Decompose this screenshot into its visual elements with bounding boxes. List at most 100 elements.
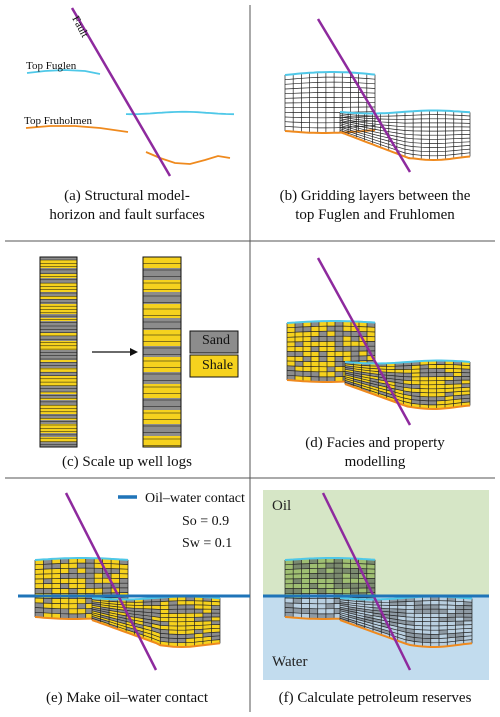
- grid-cell: [177, 638, 186, 643]
- grid-cell: [160, 633, 169, 639]
- fault-line: [316, 257, 412, 426]
- grid-cell: [403, 373, 412, 377]
- grid-cell: [134, 623, 144, 629]
- grid-cell: [436, 376, 445, 381]
- grid-cell: [303, 361, 311, 367]
- grid-cell: [463, 632, 472, 637]
- grid-cell: [353, 372, 362, 377]
- grid-cell: [319, 346, 327, 352]
- grid-cell: [293, 603, 302, 609]
- grid-cell: [285, 569, 294, 575]
- grid-cell: [340, 603, 349, 607]
- grid-cell: [447, 629, 456, 634]
- grid-cell: [168, 605, 178, 610]
- grid-cell: [342, 563, 351, 569]
- grid-cell: [194, 604, 203, 610]
- grid-cell: [160, 605, 169, 610]
- grid-cell: [309, 588, 318, 594]
- grid-cell: [366, 573, 375, 579]
- grid-cell: [422, 621, 431, 626]
- grid-cell: [293, 588, 302, 594]
- grid-cell: [378, 387, 387, 394]
- grid-cell: [403, 380, 412, 385]
- raw-log-shale-band: [40, 437, 77, 442]
- grid-cell: [211, 617, 220, 621]
- grid-cell: [319, 356, 327, 362]
- grid-row-line: [284, 587, 376, 589]
- grid-cell: [68, 573, 78, 579]
- grid-cell: [185, 638, 195, 643]
- grid-cell: [395, 389, 404, 395]
- grid-cell: [420, 400, 429, 405]
- grid-cell: [389, 628, 398, 634]
- grid-cell: [111, 563, 120, 569]
- grid-cell: [51, 578, 61, 584]
- grid-cell: [319, 336, 327, 342]
- grid-cell: [177, 596, 186, 601]
- upscale-arrow-head: [130, 348, 138, 356]
- grid-cell: [35, 602, 44, 608]
- caption-a-line1: (a) Structural model-: [64, 188, 190, 204]
- grid-row-line: [91, 614, 221, 635]
- grid-cell: [395, 365, 404, 370]
- grid-cell: [361, 381, 370, 386]
- grid-cell: [303, 351, 311, 357]
- grid-cell: [453, 383, 462, 389]
- grid-row-line: [34, 592, 129, 594]
- grid-cell: [85, 558, 95, 564]
- grid-cell: [311, 336, 319, 342]
- grid-cell: [319, 376, 327, 382]
- grid-cell: [343, 341, 351, 347]
- grid-cell: [343, 331, 351, 337]
- grid-cell: [422, 629, 431, 635]
- grid-cell: [303, 326, 311, 332]
- grid-cell: [177, 621, 186, 626]
- grid-cell: [359, 346, 367, 352]
- grid-cell: [447, 621, 456, 626]
- grid-cell: [345, 367, 354, 371]
- grid-cell: [43, 598, 52, 604]
- grid-cell: [439, 613, 448, 618]
- panel-d-drawing: [286, 257, 471, 426]
- raw-log-shale-band: [40, 398, 77, 400]
- grid-cell: [420, 380, 429, 385]
- grid-cell: [436, 372, 445, 377]
- grid-cell: [311, 346, 319, 352]
- grid-cell: [317, 578, 326, 584]
- grid-cell: [194, 625, 203, 630]
- grid-cell: [60, 568, 69, 574]
- grid-cell: [311, 366, 319, 372]
- grid-cell: [119, 578, 128, 584]
- grid-cell: [327, 366, 335, 372]
- grid-cell: [35, 574, 44, 579]
- grid-cell: [463, 605, 472, 610]
- grid-cell: [109, 612, 118, 617]
- grid-cell: [428, 372, 437, 377]
- fault-line: [70, 7, 172, 177]
- grid-cell: [358, 583, 367, 589]
- caption-d-line1: (d) Facies and property: [305, 435, 445, 451]
- grid-cell: [358, 588, 367, 593]
- grid-cell: [68, 558, 78, 564]
- grid-cell: [430, 630, 439, 635]
- grid-cell: [370, 388, 379, 394]
- grid-cell: [202, 605, 212, 610]
- grid-cell: [303, 321, 311, 327]
- grid-row-line: [284, 96, 376, 99]
- grid-cell: [325, 578, 335, 584]
- grid-cell: [356, 617, 365, 622]
- grid-cell: [51, 573, 61, 579]
- grid-cell: [309, 603, 318, 609]
- grid-cell: [455, 605, 464, 610]
- top-fuglen-horizon: [286, 320, 376, 324]
- grid-cell: [430, 621, 439, 626]
- grid-cell: [287, 356, 295, 362]
- grid-cell: [295, 331, 303, 337]
- grid-cell: [361, 383, 370, 389]
- top-fruholmen-horizon: [339, 131, 471, 162]
- grid-cell: [111, 568, 120, 574]
- panel-b-drawing: [284, 18, 471, 173]
- grid-cell: [428, 364, 437, 369]
- grid-row-line: [91, 601, 221, 607]
- grid-cell: [361, 378, 370, 384]
